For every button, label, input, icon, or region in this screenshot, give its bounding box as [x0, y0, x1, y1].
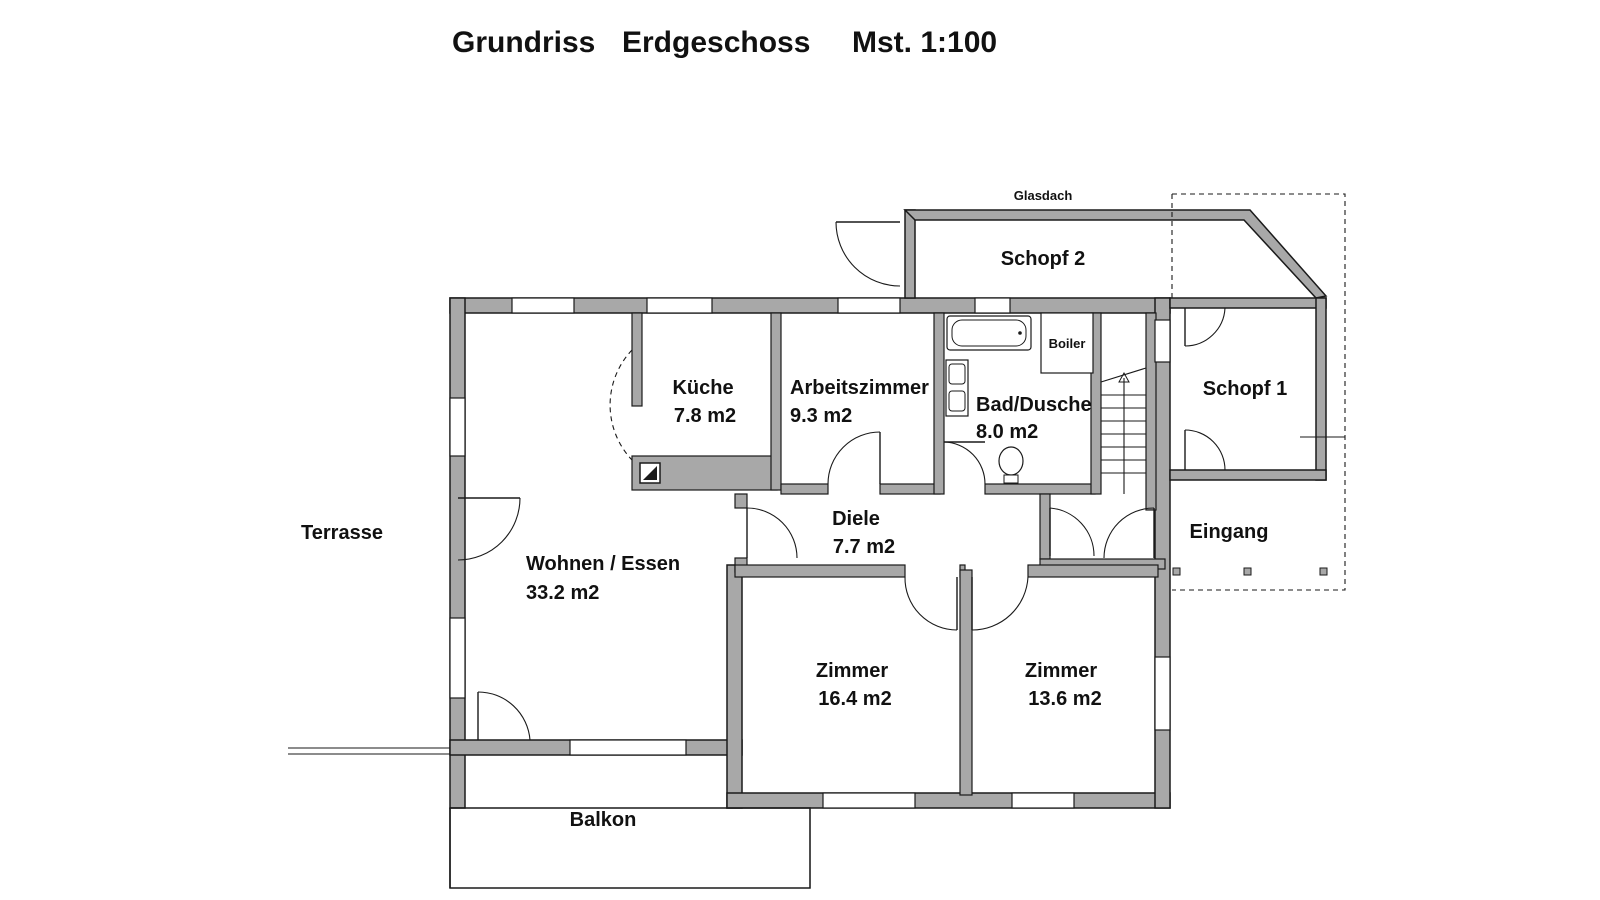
label-zimmer-1: Zimmer: [816, 660, 888, 682]
label-schopf1: Schopf 1: [1203, 378, 1287, 400]
label-bad: Bad/Dusche: [976, 394, 1092, 416]
doors: [457, 349, 1155, 741]
label-diele: Diele: [832, 508, 880, 530]
title-erdgeschoss: Erdgeschoss: [622, 26, 810, 59]
sink-icon: [945, 359, 969, 417]
label-zimmer-1-area: 16.4 m2: [818, 688, 891, 710]
fixtures: [639, 315, 1147, 494]
balkon-structure: [288, 747, 811, 889]
staircase: [1100, 367, 1147, 494]
label-zimmer-2: Zimmer: [1025, 660, 1097, 682]
schopf1-structure: [1169, 297, 1345, 481]
title-scale: Mst. 1:100: [852, 26, 997, 59]
label-terrasse: Terrasse: [301, 522, 383, 544]
label-zimmer-2-area: 13.6 m2: [1028, 688, 1101, 710]
label-schopf2: Schopf 2: [1001, 248, 1085, 270]
label-arbeitszimmer: Arbeitszimmer: [790, 377, 929, 399]
label-kueche-area: 7.8 m2: [674, 405, 736, 427]
label-kueche: Küche: [672, 377, 733, 399]
label-eingang: Eingang: [1190, 521, 1269, 543]
label-balkon: Balkon: [570, 809, 637, 831]
label-arbeitszimmer-area: 9.3 m2: [790, 405, 852, 427]
canopy-outline: [1171, 193, 1346, 591]
label-bad-area: 8.0 m2: [976, 421, 1038, 443]
label-wohnen-area: 33.2 m2: [526, 582, 599, 604]
label-boiler: Boiler: [1049, 336, 1086, 351]
label-diele-area: 7.7 m2: [833, 536, 895, 558]
label-wohnen: Wohnen / Essen: [526, 553, 680, 575]
label-glasdach: Glasdach: [1014, 188, 1073, 203]
windows: [449, 297, 1171, 809]
bathtub-icon: [946, 315, 1032, 351]
title-grundriss: Grundriss: [452, 26, 595, 59]
toilet-icon: [998, 446, 1024, 476]
